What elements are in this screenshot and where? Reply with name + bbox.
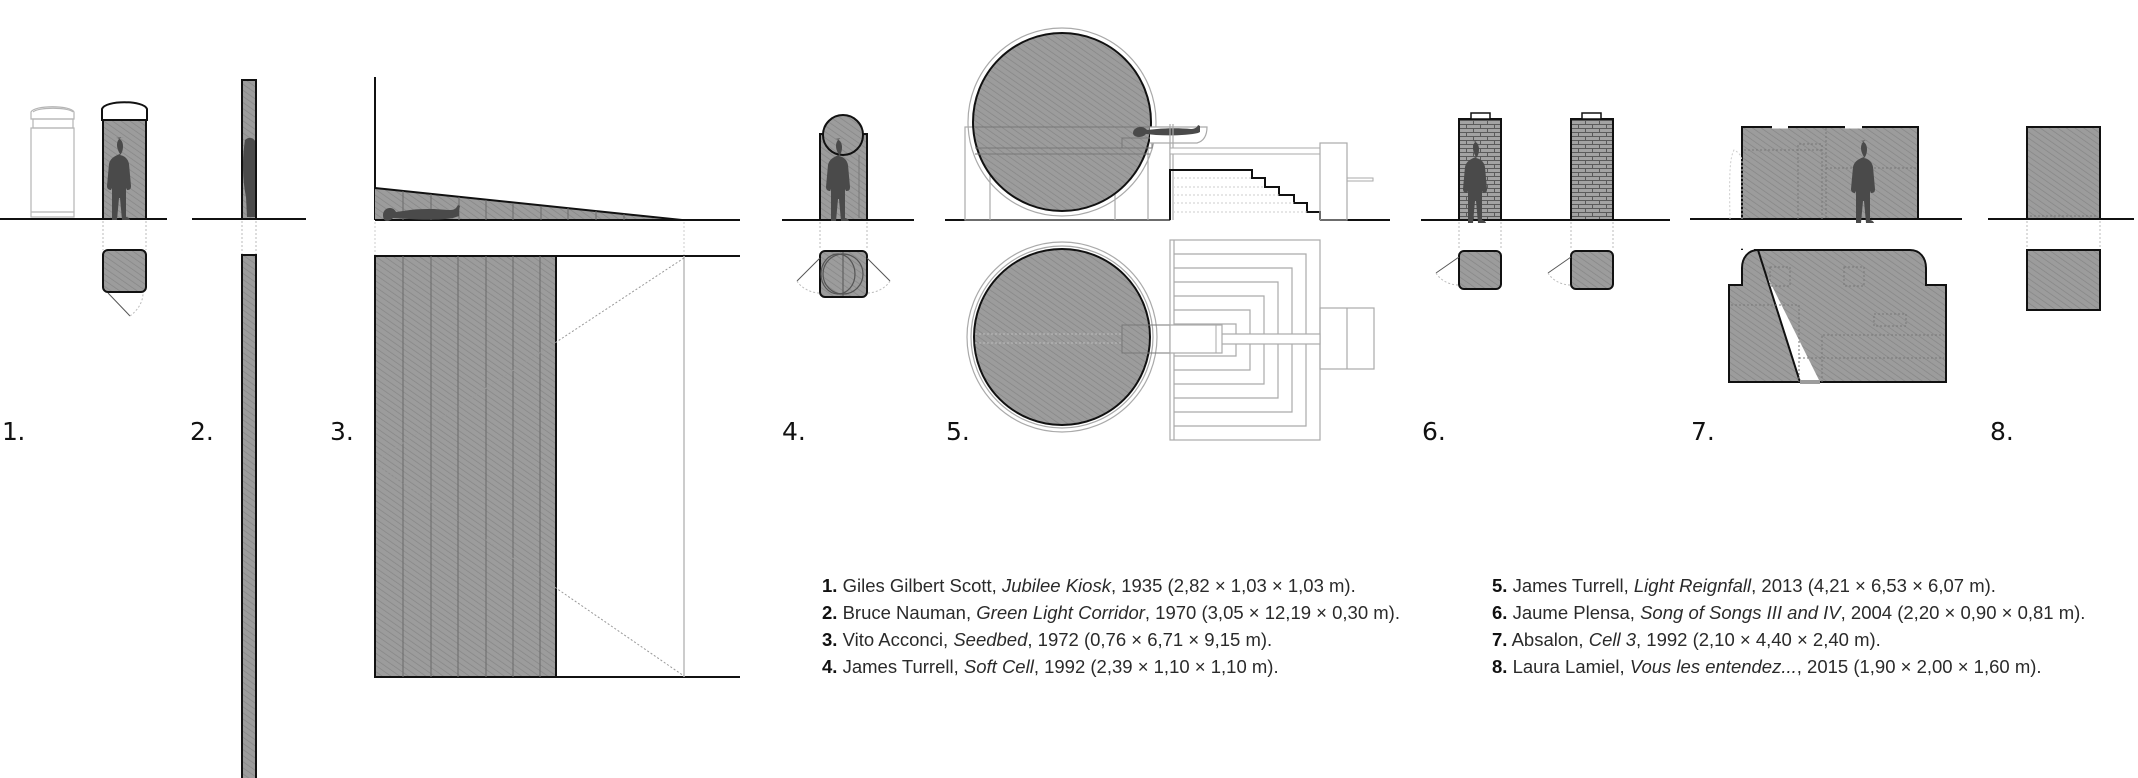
- caption-title: Seedbed: [953, 629, 1028, 650]
- drawing-1-jubilee-kiosk: [0, 101, 167, 317]
- drawing-number-3: 3.: [330, 417, 354, 446]
- drawing-6-song-of-songs: [1421, 112, 1670, 290]
- drawing-number-2: 2.: [190, 417, 214, 446]
- drawing-4-soft-cell: [782, 114, 914, 298]
- caption-details: , 1935 (2,82 × 1,03 × 1,03 m).: [1110, 575, 1356, 596]
- caption-artist: Giles Gilbert Scott,: [842, 575, 1002, 596]
- captions-left: 1. Giles Gilbert Scott, Jubilee Kiosk, 1…: [822, 572, 1400, 680]
- caption-title: Jubilee Kiosk: [1001, 575, 1111, 596]
- caption-6: 6. Jaume Plensa, Song of Songs III and I…: [1492, 599, 2085, 626]
- caption-number: 8.: [1492, 656, 1508, 677]
- caption-details: , 2013 (4,21 × 6,53 × 6,07 m).: [1751, 575, 1996, 596]
- drawing-number-5: 5.: [946, 417, 970, 446]
- caption-number: 7.: [1492, 629, 1508, 650]
- caption-artist: Laura Lamiel,: [1512, 656, 1630, 677]
- caption-details: , 1970 (3,05 × 12,19 × 0,30 m).: [1144, 602, 1400, 623]
- caption-number: 3.: [822, 629, 838, 650]
- caption-title: Green Light Corridor: [976, 602, 1145, 623]
- caption-artist: James Turrell,: [842, 656, 964, 677]
- caption-artist: Absalon,: [1511, 629, 1589, 650]
- caption-4: 4. James Turrell, Soft Cell, 1992 (2,39 …: [822, 653, 1400, 680]
- caption-number: 1.: [822, 575, 838, 596]
- caption-number: 2.: [822, 602, 838, 623]
- caption-details: , 2004 (2,20 × 0,90 × 0,81 m).: [1840, 602, 2086, 623]
- caption-artist: Jaume Plensa,: [1512, 602, 1641, 623]
- drawing-2-green-light-corridor: [192, 79, 306, 778]
- caption-1: 1. Giles Gilbert Scott, Jubilee Kiosk, 1…: [822, 572, 1400, 599]
- captions-right: 5. James Turrell, Light Reignfall, 2013 …: [1492, 572, 2085, 680]
- caption-details: , 1992 (2,39 × 1,10 × 1,10 m).: [1033, 656, 1279, 677]
- caption-2: 2. Bruce Nauman, Green Light Corridor, 1…: [822, 599, 1400, 626]
- caption-5: 5. James Turrell, Light Reignfall, 2013 …: [1492, 572, 2085, 599]
- caption-title: Light Reignfall: [1633, 575, 1752, 596]
- caption-8: 8. Laura Lamiel, Vous les entendez..., 2…: [1492, 653, 2085, 680]
- caption-artist: Vito Acconci,: [842, 629, 954, 650]
- caption-number: 6.: [1492, 602, 1508, 623]
- caption-number: 5.: [1492, 575, 1508, 596]
- drawing-8-vous-les-entendez: [1940, 126, 2134, 311]
- drawing-3-seedbed: [374, 77, 740, 678]
- drawing-number-4: 4.: [782, 417, 806, 446]
- drawing-number-8: 8.: [1990, 417, 2014, 446]
- caption-artist: James Turrell,: [1512, 575, 1634, 596]
- caption-details: , 2015 (1,90 × 2,00 × 1,60 m).: [1796, 656, 2042, 677]
- caption-title: Vous les entendez...: [1629, 656, 1797, 677]
- caption-title: Song of Songs III and IV: [1640, 602, 1841, 623]
- drawing-5-light-reignfall: [945, 27, 1390, 441]
- caption-number: 4.: [822, 656, 838, 677]
- drawing-number-7: 7.: [1691, 417, 1715, 446]
- caption-7: 7. Absalon, Cell 3, 1992 (2,10 × 4,40 × …: [1492, 626, 2085, 653]
- drawing-7-cell-3: [1690, 125, 1960, 384]
- caption-title: Soft Cell: [963, 656, 1034, 677]
- drawing-number-1: 1.: [2, 417, 25, 446]
- caption-artist: Bruce Nauman,: [842, 602, 977, 623]
- caption-3: 3. Vito Acconci, Seedbed, 1972 (0,76 × 6…: [822, 626, 1400, 653]
- drawing-number-6: 6.: [1422, 417, 1446, 446]
- caption-title: Cell 3: [1588, 629, 1637, 650]
- caption-details: , 1972 (0,76 × 6,71 × 9,15 m).: [1027, 629, 1273, 650]
- caption-details: , 1992 (2,10 × 4,40 × 2,40 m).: [1636, 629, 1881, 650]
